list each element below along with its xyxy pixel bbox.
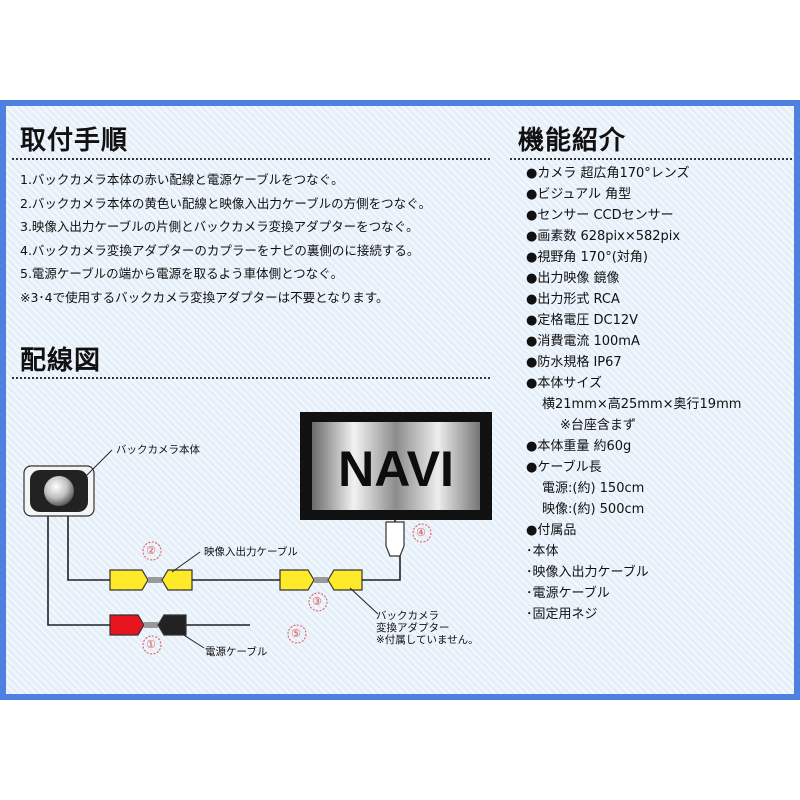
video-wire-camera: [67, 513, 110, 581]
feature-item: 横21mm×高25mm×奥行19mm: [542, 397, 742, 412]
feature-item: ●カメラ 超広角170°レンズ: [526, 166, 690, 181]
video-cable-plug-a: [161, 569, 193, 591]
power-joint-pin: [144, 622, 158, 628]
adapter-label-line-2: 変換アダプター: [376, 622, 450, 634]
feature-item: ･本体: [526, 544, 559, 559]
navi-label: NAVI: [338, 441, 454, 497]
feature-item: ●出力形式 RCA: [526, 292, 620, 307]
feature-item: ●消費電流 100mA: [526, 334, 640, 349]
content-panel-inner: [6, 106, 794, 694]
features-heading-rule: [510, 158, 792, 160]
feature-item: ●本体サイズ: [526, 376, 602, 391]
marker-5: ⑤: [291, 627, 301, 640]
marker-4-ring: [412, 523, 432, 543]
features-heading: 機能紹介: [518, 126, 627, 156]
install-step: ※3･4で使用するバックカメラ変換アダプターは不要となります。: [20, 289, 389, 305]
install-steps-list: 1.バックカメラ本体の赤い配線と電源ケーブルをつなぐ。 2.バックカメラ本体の黄色…: [20, 168, 431, 309]
feature-item: ●付属品: [526, 523, 577, 538]
marker-1-ring: [142, 635, 162, 655]
video-cable-leader: [171, 551, 201, 573]
feature-item: ･固定用ネジ: [526, 607, 598, 622]
marker-5-ring: [287, 624, 307, 644]
feature-item: ●視野角 170°(対角): [526, 250, 648, 265]
wiring-heading: 配線図: [20, 346, 102, 376]
install-step: 2.バックカメラ本体の黄色い配線と映像入出力ケーブルの方側をつなぐ。: [20, 195, 432, 211]
power-cable-label: 電源ケーブル: [205, 646, 268, 658]
marker-1: ①: [146, 638, 156, 651]
power-wire-camera: [47, 513, 110, 626]
adapter-coupler: [385, 521, 405, 557]
feature-item: ●本体重量 約60g: [526, 439, 632, 454]
install-heading-rule: [12, 158, 490, 160]
feature-item: ･映像入出力ケーブル: [526, 565, 649, 580]
marker-2-ring: [142, 541, 162, 561]
video-joint-pin: [148, 577, 162, 583]
wires: [47, 513, 401, 626]
adapter-joint-pin: [314, 577, 328, 583]
marker-4: ④: [416, 526, 426, 539]
adapter-wire: [362, 550, 401, 581]
marker-3-ring: [308, 592, 328, 612]
camera-leader-line: [85, 449, 113, 477]
feature-item: 電源:(約) 150cm: [542, 481, 645, 496]
feature-item: 映像:(約) 500cm: [542, 502, 645, 517]
marker-3: ③: [312, 595, 322, 608]
camera-lens: [44, 476, 74, 506]
marker-2: ②: [146, 544, 156, 557]
power-cable-plug: [157, 614, 187, 636]
feature-item: ●画素数 628pix×582pix: [526, 229, 681, 244]
install-step: 4.バックカメラ変換アダプターのカプラーをナビの裏側のに接続する。: [20, 242, 420, 258]
feature-item: ●センサー CCDセンサー: [526, 208, 674, 223]
camera-power-plug: [109, 614, 145, 636]
feature-item: ･電源ケーブル: [526, 586, 610, 601]
power-cable-leader: [175, 629, 205, 649]
content-panel: [0, 100, 800, 700]
install-step: 5.電源ケーブルの端から電源を取るよう車体側とつなぐ。: [20, 266, 344, 281]
camera-video-plug: [109, 569, 149, 591]
feature-item: ※台座含まず: [560, 418, 636, 433]
feature-item: ●出力映像 鏡像: [526, 271, 620, 286]
camera-label: バックカメラ本体: [116, 444, 200, 456]
video-cable-plug-b: [279, 569, 315, 591]
features-list: ●カメラ 超広角170°レンズ ●ビジュアル 角型 ●センサー CCDセンサー ●画素…: [526, 163, 741, 625]
adapter-video-plug: [327, 569, 363, 591]
feature-item: ●ケーブル長: [526, 460, 602, 475]
install-heading: 取付手順: [20, 126, 129, 156]
feature-item: ●防水規格 IP67: [526, 355, 622, 370]
adapter-label-line-1: バックカメラ: [376, 610, 439, 622]
navi-screen: [312, 422, 480, 510]
install-step: 1.バックカメラ本体の赤い配線と電源ケーブルをつなぐ。: [20, 172, 344, 187]
video-cable-label: 映像入出力ケーブル: [204, 546, 298, 558]
install-step: 3.映像入出力ケーブルの片側とバックカメラ変換アダプターをつなぐ。: [20, 219, 419, 234]
adapter-leader: [349, 587, 379, 615]
feature-item: ●定格電圧 DC12V: [526, 313, 638, 328]
adapter-note: ※付属していません。: [376, 634, 479, 646]
wiring-heading-rule: [12, 377, 490, 379]
feature-item: ●ビジュアル 角型: [526, 187, 632, 202]
